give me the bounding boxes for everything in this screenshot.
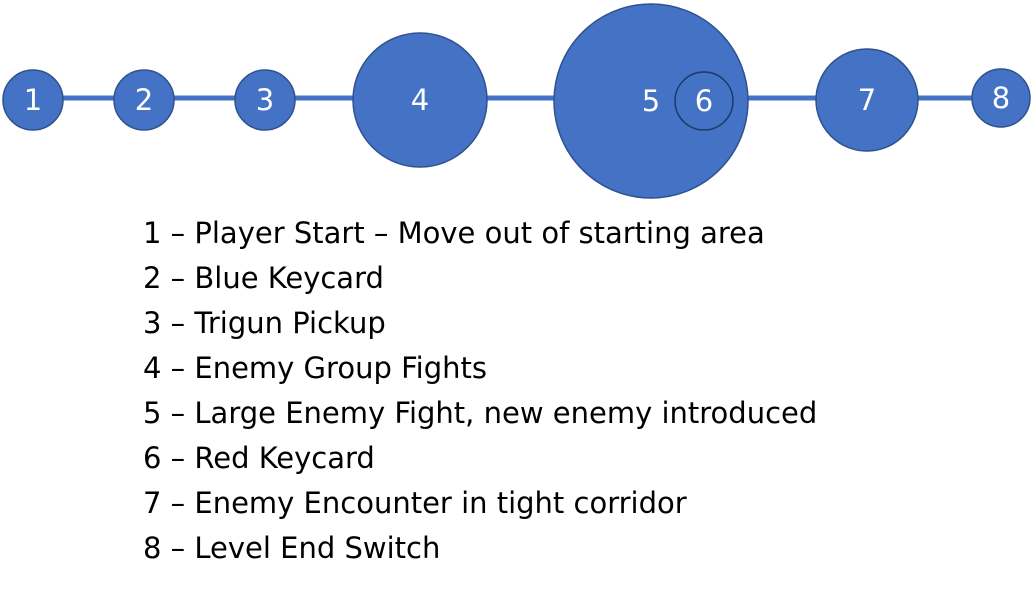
node-4-circle — [352, 32, 488, 168]
node-6-circle — [674, 71, 734, 131]
node-7-circle — [815, 48, 919, 152]
legend-item-5: 5 – Large Enemy Fight, new enemy introdu… — [143, 396, 818, 430]
node-6-label: 6 — [695, 84, 713, 118]
node-1-circle — [2, 69, 64, 131]
node-2-label: 2 — [135, 83, 153, 117]
node-8-circle — [971, 68, 1031, 128]
legend-item-7: 7 – Enemy Encounter in tight corridor — [143, 486, 687, 520]
node-5-circle — [553, 3, 749, 199]
legend-item-3: 3 – Trigun Pickup — [143, 306, 386, 340]
legend-item-1: 1 – Player Start – Move out of starting … — [143, 216, 765, 250]
node-8-label: 8 — [992, 81, 1010, 115]
node-1-label: 1 — [24, 83, 42, 117]
node-4-label: 4 — [411, 83, 429, 117]
legend-item-6: 6 – Red Keycard — [143, 441, 375, 475]
legend-item-8: 8 – Level End Switch — [143, 531, 441, 565]
node-3-circle — [234, 69, 296, 131]
level-flow-diagram: 1 2 3 4 5 6 7 8 — [2, 3, 1031, 199]
node-5-label: 5 — [642, 84, 660, 118]
legend-list: 1 – Player Start – Move out of starting … — [143, 211, 817, 571]
legend-item-2: 2 – Blue Keycard — [143, 261, 384, 295]
node-2-circle — [113, 69, 175, 131]
node-circles: 1 2 3 4 5 6 7 8 — [2, 3, 1031, 199]
node-7-label: 7 — [858, 83, 876, 117]
node-3-label: 3 — [256, 83, 274, 117]
legend-item-4: 4 – Enemy Group Fights — [143, 351, 487, 385]
